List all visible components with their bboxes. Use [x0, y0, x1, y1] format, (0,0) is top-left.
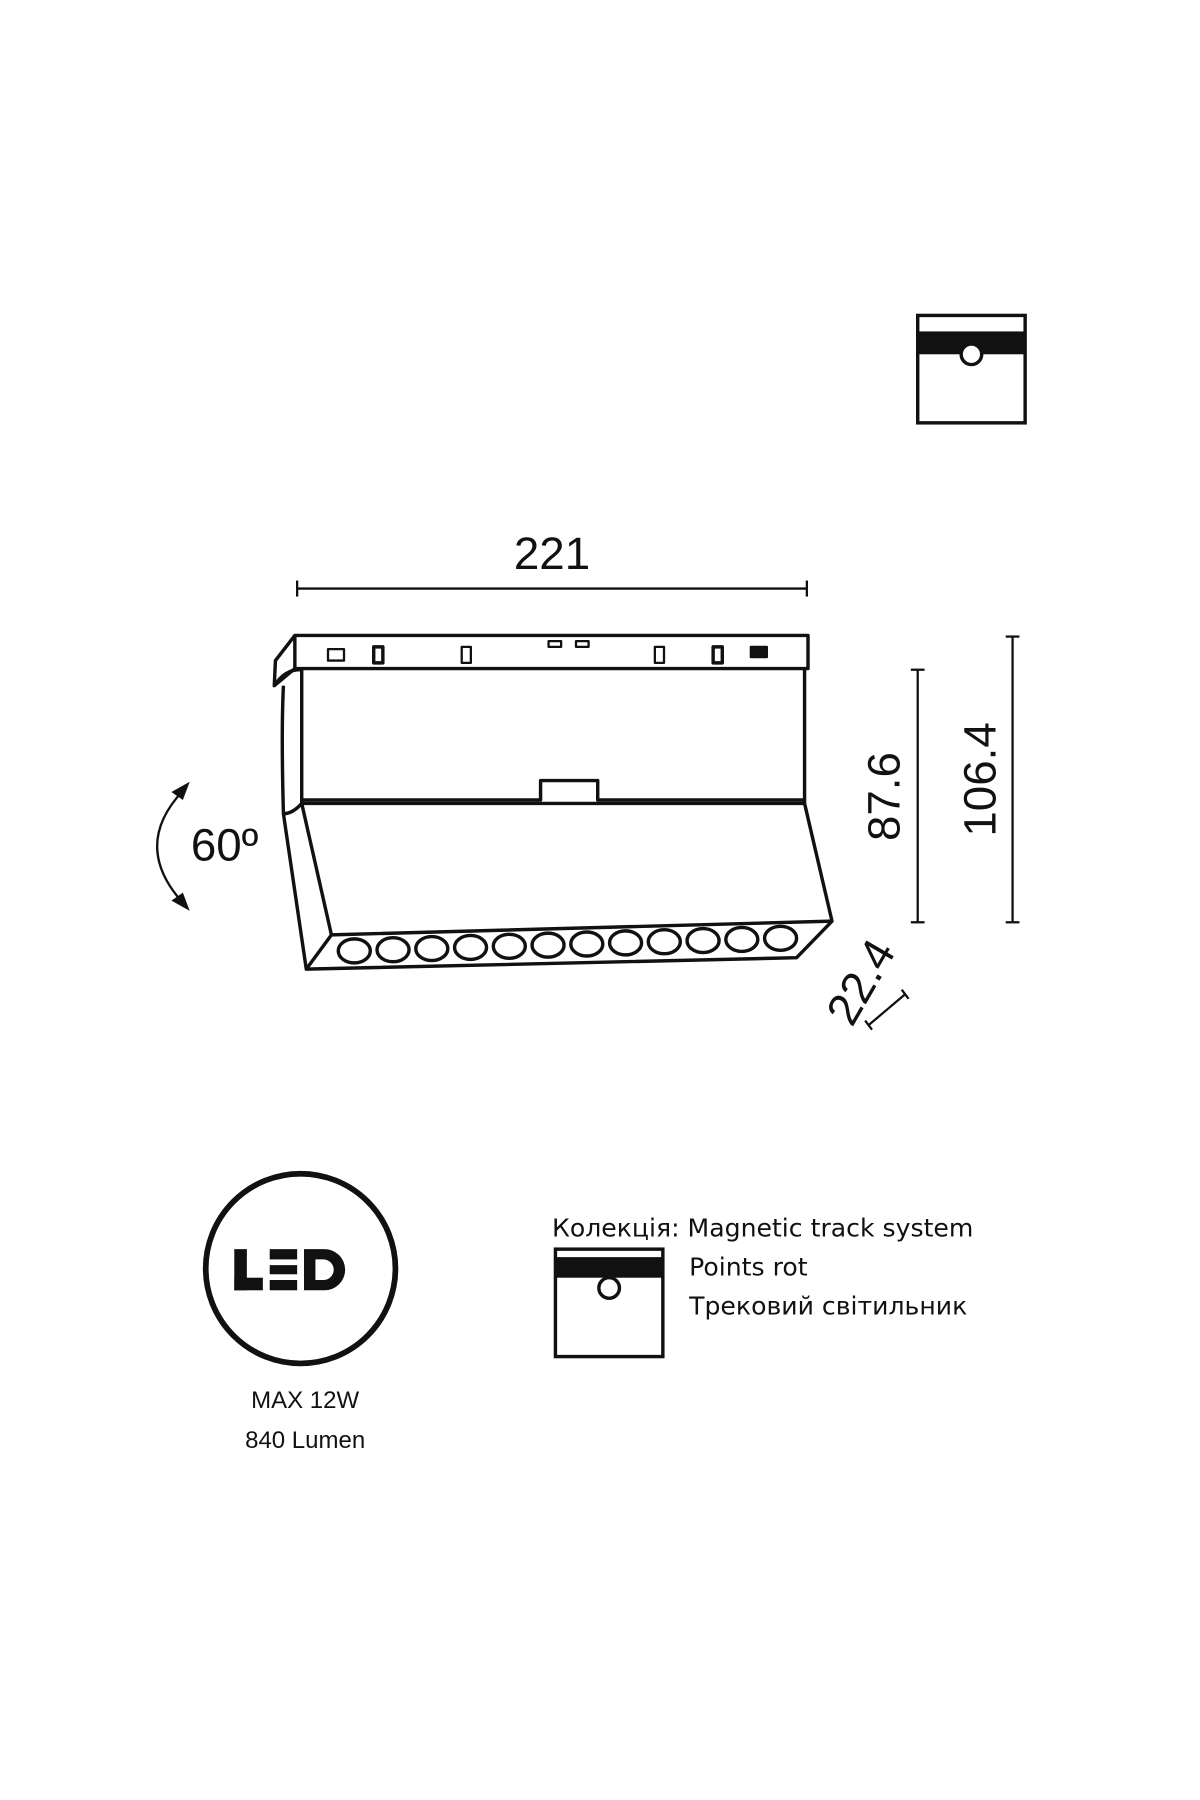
rotation-angle-label: 60º [191, 820, 259, 871]
total-height-dimension: 106.4 [954, 635, 1020, 924]
arrow-up-icon [171, 781, 190, 800]
model-label: Points rot [689, 1252, 808, 1281]
lens [724, 925, 760, 954]
lens [452, 933, 489, 962]
lumen-label: 840 Lumen [245, 1427, 365, 1454]
arrow-down-icon [171, 892, 190, 911]
led-logo [234, 1249, 346, 1291]
lens [336, 937, 372, 965]
depth-label: 22.4 [817, 931, 906, 1034]
lens [646, 928, 683, 956]
lens [491, 932, 528, 960]
collection-label: Колекція: Magnetic track system [552, 1214, 973, 1243]
track-profile-icon [553, 1247, 665, 1359]
body-height-dimension: 87.6 [858, 668, 925, 924]
rotation-indicator: 60º [156, 781, 259, 911]
lens-row [336, 924, 799, 965]
lens [685, 926, 721, 955]
lens [414, 934, 450, 963]
lens [762, 924, 799, 952]
depth-dimension: 22.4 [817, 931, 910, 1034]
type-label: Трековий світильник [688, 1291, 967, 1320]
total-height-label: 106.4 [954, 722, 1005, 836]
width-label: 221 [514, 528, 590, 579]
lens [607, 929, 644, 957]
track-profile-icon [915, 313, 1027, 425]
lens [569, 930, 605, 958]
product-info: Колекція: Magnetic track system Points r… [552, 1214, 973, 1359]
power-label: MAX 12W [251, 1387, 359, 1414]
led-badge: MAX 12W 840 Lumen [202, 1170, 399, 1454]
lens [530, 931, 566, 959]
lens [375, 936, 411, 964]
width-dimension: 221 [296, 528, 808, 597]
luminaire-outline [272, 633, 834, 971]
body-height-label: 87.6 [858, 752, 909, 841]
